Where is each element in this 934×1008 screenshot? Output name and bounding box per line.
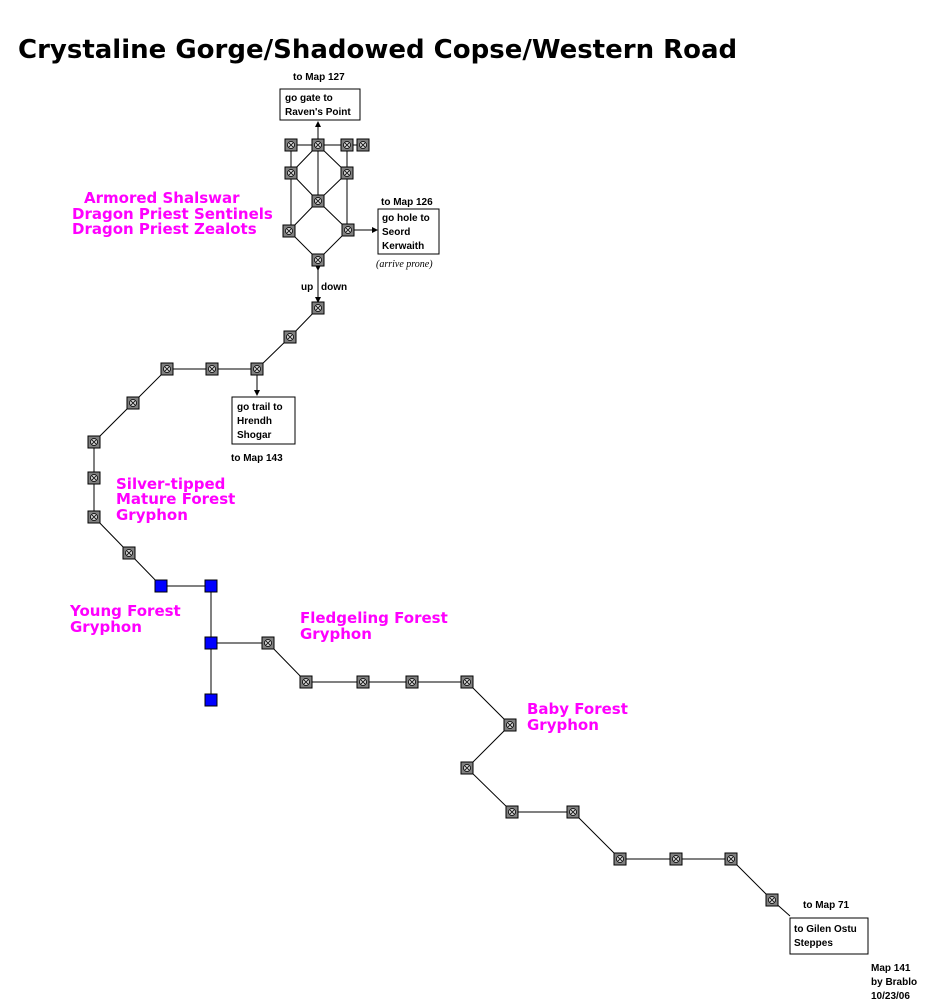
exit-trail-box (231, 396, 296, 445)
room-node-cross (360, 142, 366, 148)
exit-east-note: (arrive prone) (376, 259, 433, 270)
exit-trail-line1: go trail to (237, 402, 283, 413)
room-node-cross (254, 366, 260, 372)
room-node-cross (286, 228, 292, 234)
creature-c1-line3: Dragon Priest Zealots (72, 220, 257, 238)
exit-trail-line2: Hrendh (237, 416, 272, 427)
exit-north-target: to Map 127 (293, 72, 345, 83)
room-node-cross (209, 366, 215, 372)
exit-south-line1: to Gilen Ostu (794, 924, 857, 935)
exit-trail-target: to Map 143 (231, 453, 283, 464)
room-node-cross (507, 722, 513, 728)
map-title: Crystaline Gorge/Shadowed Copse/Western … (18, 35, 737, 65)
creature-c4-line1: Fledgeling Forest (300, 609, 448, 627)
room-node-cross (91, 475, 97, 481)
room-node-cross (344, 142, 350, 148)
room-node-cross (130, 400, 136, 406)
exit-trail-line3: Shogar (237, 430, 272, 441)
credit-line1: Map 141 (871, 963, 911, 974)
creature-c2-line3: Gryphon (116, 506, 188, 524)
exit-north-box (279, 88, 361, 121)
room-node-cross (570, 809, 576, 815)
creature-c5-line1: Baby Forest (527, 700, 628, 718)
exit-east-line1: go hole to (382, 213, 430, 224)
down-label: down (321, 282, 347, 293)
room-node-cross (315, 142, 321, 148)
creature-c4-line2: Gryphon (300, 625, 372, 643)
connections (93, 121, 791, 917)
creature-c1-line2: Dragon Priest Sentinels (72, 205, 273, 223)
special-room-node (154, 579, 168, 593)
exit-east-target: to Map 126 (381, 197, 433, 208)
creature-c5-line2: Gryphon (527, 716, 599, 734)
creature-c3-line1: Young Forest (69, 602, 181, 620)
room-node-cross (315, 198, 321, 204)
room-node-cross (464, 765, 470, 771)
room-node-cross (288, 170, 294, 176)
room-node-cross (315, 257, 321, 263)
room-node-cross (464, 679, 470, 685)
exit-north-line2: Raven's Point (285, 107, 351, 118)
exit-north-line1: go gate to (285, 93, 333, 104)
creature-c3-line2: Gryphon (70, 618, 142, 636)
room-node-cross (617, 856, 623, 862)
room-node-cross (265, 640, 271, 646)
credit-line3: 10/23/06 (871, 991, 910, 1002)
special-room-node (204, 579, 218, 593)
room-node-cross (164, 366, 170, 372)
creature-c2-line2: Mature Forest (116, 490, 235, 508)
room-node-cross (287, 334, 293, 340)
room-node-cross (288, 142, 294, 148)
room-node-cross (360, 679, 366, 685)
creature-c1-line1: Armored Shalswar (84, 189, 240, 207)
room-node-cross (345, 227, 351, 233)
room-node-cross (303, 679, 309, 685)
up-label: up (301, 282, 313, 293)
special-room-node (204, 693, 218, 707)
room-node-cross (728, 856, 734, 862)
exit-south-line2: Steppes (794, 938, 833, 949)
exit-east-box (377, 208, 440, 255)
room-node-cross (91, 439, 97, 445)
room-node-cross (409, 679, 415, 685)
special-room-node (204, 636, 218, 650)
creature-c2-line1: Silver-tipped (116, 475, 225, 493)
room-node-cross (673, 856, 679, 862)
exit-east-line3: Kerwaith (382, 241, 424, 252)
rooms-layer (87, 138, 779, 907)
exit-south-box (789, 917, 869, 955)
exit-south-target: to Map 71 (803, 900, 850, 911)
room-node-cross (91, 514, 97, 520)
room-node-cross (769, 897, 775, 903)
room-node-cross (315, 305, 321, 311)
room-node-cross (126, 550, 132, 556)
room-node-cross (509, 809, 515, 815)
exit-east-line2: Seord (382, 227, 410, 238)
credit-line2: by Brablo (871, 977, 917, 988)
room-node-cross (344, 170, 350, 176)
